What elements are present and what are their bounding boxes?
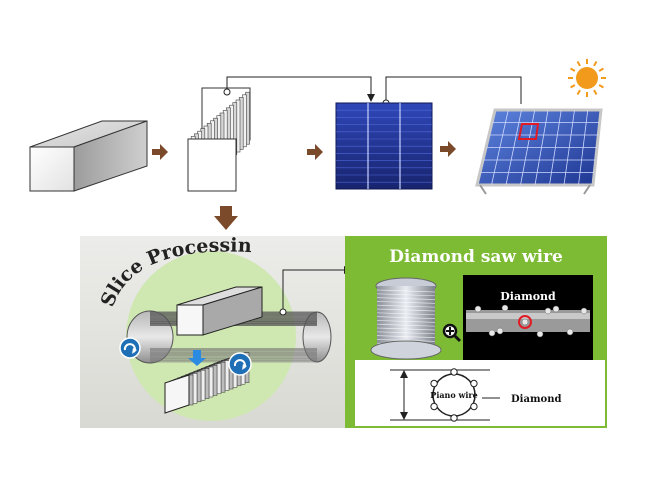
magnifier-plus-icon: [442, 323, 462, 343]
front-wafer: [187, 138, 237, 192]
spool-wire: [376, 312, 436, 316]
spool-wire: [376, 304, 436, 308]
sun-icon: [568, 59, 606, 97]
spool-wire: [376, 335, 436, 338]
process-arrow-3: [440, 141, 456, 157]
sun-ray: [570, 84, 576, 89]
diamond-grain: [552, 305, 560, 313]
sliced-wafer: [212, 365, 218, 396]
panel-col-line: [505, 109, 522, 186]
sliced-wafer: [220, 361, 226, 393]
diamond-particle: [430, 402, 438, 411]
callout-connector: [279, 266, 352, 316]
cut-direction-arrow: [188, 350, 206, 366]
solar-panel: [475, 108, 603, 195]
diamond-grain: [580, 307, 588, 315]
spool-wire: [376, 323, 436, 327]
sliced-wafer: [208, 366, 214, 398]
diamond-particle: [450, 368, 458, 376]
diamond-grain: [536, 330, 544, 338]
spool-wire: [376, 289, 436, 293]
spool-wire: [376, 339, 436, 342]
diamond-grains: [474, 304, 588, 338]
silicon-ingot: [29, 120, 148, 192]
spool-wire: [376, 308, 436, 312]
diamond-particle: [430, 379, 438, 388]
panel-grid: [480, 109, 600, 186]
grain-highlight: [518, 315, 532, 329]
spool-wire: [376, 301, 436, 304]
sun-ray: [593, 89, 598, 95]
panel-col-line: [534, 109, 549, 186]
diamond-cross-label: Diamond: [511, 394, 561, 405]
process-arrow-down: [214, 206, 238, 230]
diamond-particle: [470, 402, 478, 411]
panel-col-line: [578, 109, 589, 186]
wire-spool: [370, 277, 442, 360]
diamond-grain: [488, 329, 496, 337]
highlighted-cell: [517, 123, 540, 140]
diamond-grain: [566, 328, 574, 336]
panel-col-line: [563, 109, 575, 186]
panel-col-line: [549, 109, 562, 186]
wire-saw-machine: [119, 286, 332, 414]
spool-wire: [376, 320, 436, 323]
piano-wire-label: Piano wire: [430, 390, 477, 400]
diamond-micrograph: Diamond: [463, 275, 593, 366]
solar-cell: [335, 102, 433, 190]
spool-wire: [376, 293, 436, 297]
sliced-wafer: [204, 368, 210, 399]
panel-col-line: [520, 109, 536, 186]
sliced-wafer: [196, 371, 202, 403]
cell-busbars: [336, 103, 432, 189]
diamond-grain: [544, 307, 552, 315]
process-arrow-1: [152, 144, 168, 160]
diamond-grain: [496, 327, 504, 335]
sun-ray: [576, 89, 581, 95]
wire-cross-section: Piano wire Diamond: [355, 360, 605, 426]
diamond-saw-wire-title: Diamond saw wire: [389, 247, 563, 267]
diamond-grain: [521, 318, 529, 326]
wafer-stack: [187, 87, 251, 192]
process-arrow-2: [307, 144, 323, 160]
wafer-connector-lines: [223, 76, 522, 107]
sliced-wafer: [188, 374, 194, 406]
sun-ray: [570, 67, 576, 72]
diamond-grain: [474, 305, 482, 313]
diamond-micro-label: Diamond: [500, 290, 556, 303]
sliced-wafer: [192, 373, 198, 404]
sun-ray: [593, 61, 598, 67]
rotate-arrow-icon: [228, 352, 252, 376]
spool-wire: [376, 297, 436, 300]
panel-col-line: [491, 109, 509, 186]
sun-ray: [598, 84, 604, 89]
diamond-particle: [470, 379, 478, 388]
diamond-grain: [501, 304, 509, 312]
sliced-wafer: [216, 363, 222, 395]
spool-wire: [376, 316, 436, 319]
diamond-particle: [450, 414, 458, 422]
sliced-wafer: [200, 369, 206, 401]
sun-ray: [598, 67, 604, 72]
rotate-arrow-icon: [119, 337, 141, 359]
sliced-front: [164, 374, 190, 414]
spool-wire: [376, 331, 436, 335]
spool-wire: [376, 327, 436, 331]
sun-ray: [576, 61, 581, 67]
cross-section-diamonds: [430, 368, 478, 422]
